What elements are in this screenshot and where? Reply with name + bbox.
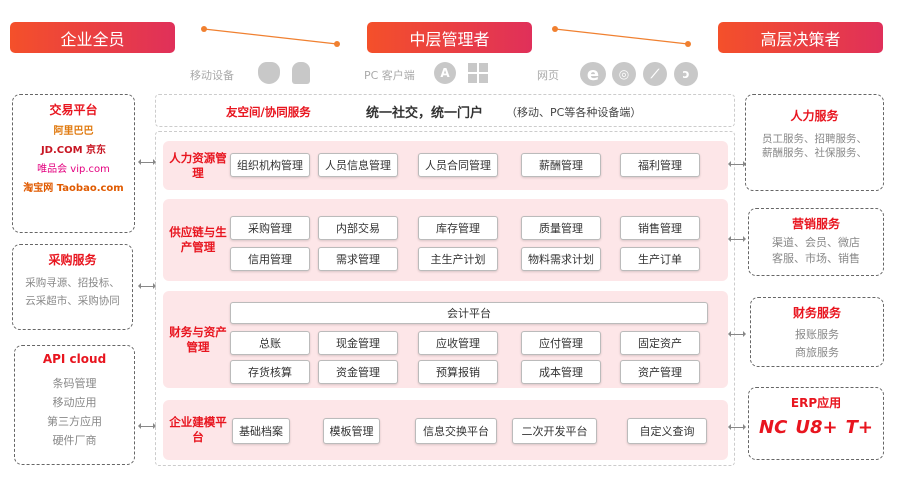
box-line: 云采超市、采购协同 <box>25 295 120 307</box>
module-button[interactable]: 存货核算 <box>230 360 310 384</box>
module-button[interactable]: 资产管理 <box>620 360 700 384</box>
social-note: （移动、PC等各种设备端） <box>506 106 642 119</box>
module-button[interactable]: 人员信息管理 <box>318 153 398 177</box>
box-line: 条码管理 <box>52 377 97 390</box>
bidirectional-arrow-icon <box>728 424 746 430</box>
box-line: 报账服务 <box>795 328 839 341</box>
module-button[interactable]: 质量管理 <box>521 216 601 240</box>
module-button[interactable]: 福利管理 <box>620 153 700 177</box>
module-button[interactable]: 应收管理 <box>418 331 498 355</box>
pc-label: PC 客户端 <box>364 69 415 82</box>
module-button[interactable]: 库存管理 <box>418 216 498 240</box>
module-button[interactable]: 采购管理 <box>230 216 310 240</box>
module-button[interactable]: 信息交换平台 <box>415 418 497 444</box>
social-title: 统一社交，统一门户 <box>366 106 484 121</box>
box-line: 采购寻源、招投标、 <box>25 277 120 289</box>
marketing-service-box: 营销服务 渠道、会员、微店 客服、市场、销售 <box>748 208 884 276</box>
safari-icon: ⟋ <box>643 62 667 86</box>
bidirectional-arrow-icon <box>138 283 156 289</box>
box-title: 人力服务 <box>790 109 839 123</box>
core-container <box>155 131 735 466</box>
box-title: 营销服务 <box>791 217 840 231</box>
box-title: 采购服务 <box>48 253 97 267</box>
role-executives: 高层决策者 <box>718 22 883 53</box>
row-label: 供应链与生产管理 <box>169 225 227 254</box>
box-title: ERP应用 <box>790 396 842 410</box>
box-line: 客服、市场、销售 <box>772 252 860 265</box>
module-button[interactable]: 人员合同管理 <box>418 153 498 177</box>
bidirectional-arrow-icon <box>728 236 746 242</box>
module-button[interactable]: 固定资产 <box>620 331 700 355</box>
module-button[interactable]: 模板管理 <box>323 418 380 444</box>
module-button[interactable]: 薪酬管理 <box>521 153 601 177</box>
apple-icon <box>258 62 280 84</box>
ie-icon: e <box>580 62 606 86</box>
module-button[interactable]: 生产订单 <box>620 247 700 271</box>
box-line: 第三方应用 <box>47 415 102 428</box>
module-button[interactable]: 预算报销 <box>418 360 498 384</box>
module-button[interactable]: 组织机构管理 <box>230 153 310 177</box>
module-button[interactable]: 物料需求计划 <box>521 247 601 271</box>
android-icon <box>292 62 310 84</box>
chrome-icon: ◎ <box>612 62 636 86</box>
web-label: 网页 <box>537 69 559 82</box>
nc-logo: NC <box>759 417 788 438</box>
module-button[interactable]: 销售管理 <box>620 216 700 240</box>
box-line: 渠道、会员、微店 <box>772 236 860 249</box>
box-title: API cloud <box>42 352 107 366</box>
procurement-service-box: 采购服务 采购寻源、招投标、 云采超市、采购协同 <box>12 244 133 330</box>
module-button[interactable]: 总账 <box>230 331 310 355</box>
hr-service-box: 人力服务 员工服务、招聘服务、 薪酬服务、社保服务、 <box>745 94 884 191</box>
social-bar: 友空间/协同服务 统一社交，统一门户 （移动、PC等各种设备端） <box>155 94 735 127</box>
box-line: 薪酬服务、社保服务、 <box>762 147 867 159</box>
appstore-icon: A <box>434 62 456 84</box>
row-label: 人力资源管理 <box>169 151 227 180</box>
module-button[interactable]: 信用管理 <box>230 247 310 271</box>
accounting-platform-button[interactable]: 会计平台 <box>230 302 708 324</box>
module-button[interactable]: 需求管理 <box>318 247 398 271</box>
module-button[interactable]: 应付管理 <box>521 331 601 355</box>
box-line: 移动应用 <box>52 396 97 409</box>
erp-box: ERP应用 NC U8+ T+ <box>748 387 884 460</box>
mobile-label: 移动设备 <box>190 69 234 82</box>
windows-icon <box>468 63 488 83</box>
jd-logo: JD.COM 京东 <box>40 145 107 156</box>
row-label: 企业建模平台 <box>169 415 227 444</box>
module-button[interactable]: 现金管理 <box>318 331 398 355</box>
box-title: 交易平台 <box>49 103 98 117</box>
alibaba-logo: 阿里巴巴 <box>53 126 94 137</box>
social-label: 友空间/协同服务 <box>226 105 311 119</box>
role-middle-managers: 中层管理者 <box>367 22 532 53</box>
module-button[interactable]: 自定义查询 <box>627 418 707 444</box>
module-button[interactable]: 资金管理 <box>318 360 398 384</box>
module-button[interactable]: 主生产计划 <box>418 247 498 271</box>
module-button[interactable]: 基础档案 <box>232 418 290 444</box>
box-line: 硬件厂商 <box>52 434 97 447</box>
vip-logo: 唯品会 vip.com <box>37 164 110 175</box>
box-title: 财务服务 <box>792 306 841 320</box>
bidirectional-arrow-icon <box>728 331 746 337</box>
finance-service-box: 财务服务 报账服务 商旅服务 <box>750 297 884 367</box>
row-label: 财务与资产管理 <box>169 325 227 354</box>
module-button[interactable]: 内部交易 <box>318 216 398 240</box>
bidirectional-arrow-icon <box>138 159 156 165</box>
module-button[interactable]: 成本管理 <box>521 360 601 384</box>
module-button[interactable]: 二次开发平台 <box>512 418 597 444</box>
trade-platform-box: 交易平台 阿里巴巴 JD.COM 京东 唯品会 vip.com 淘宝网 Taob… <box>12 94 135 233</box>
box-line: 商旅服务 <box>795 346 839 359</box>
taobao-logo: 淘宝网 Taobao.com <box>23 183 124 194</box>
bidirectional-arrow-icon <box>728 161 746 167</box>
box-line: 员工服务、招聘服务、 <box>762 133 867 145</box>
role-all-staff: 企业全员 <box>10 22 175 53</box>
bidirectional-arrow-icon <box>138 423 156 429</box>
connector-lines <box>201 26 691 47</box>
u8-logo: U8+ <box>795 417 838 438</box>
api-cloud-box: API cloud 条码管理 移动应用 第三方应用 硬件厂商 <box>14 345 135 465</box>
firefox-icon: ↄ <box>674 62 698 86</box>
tplus-logo: T+ <box>845 417 873 438</box>
